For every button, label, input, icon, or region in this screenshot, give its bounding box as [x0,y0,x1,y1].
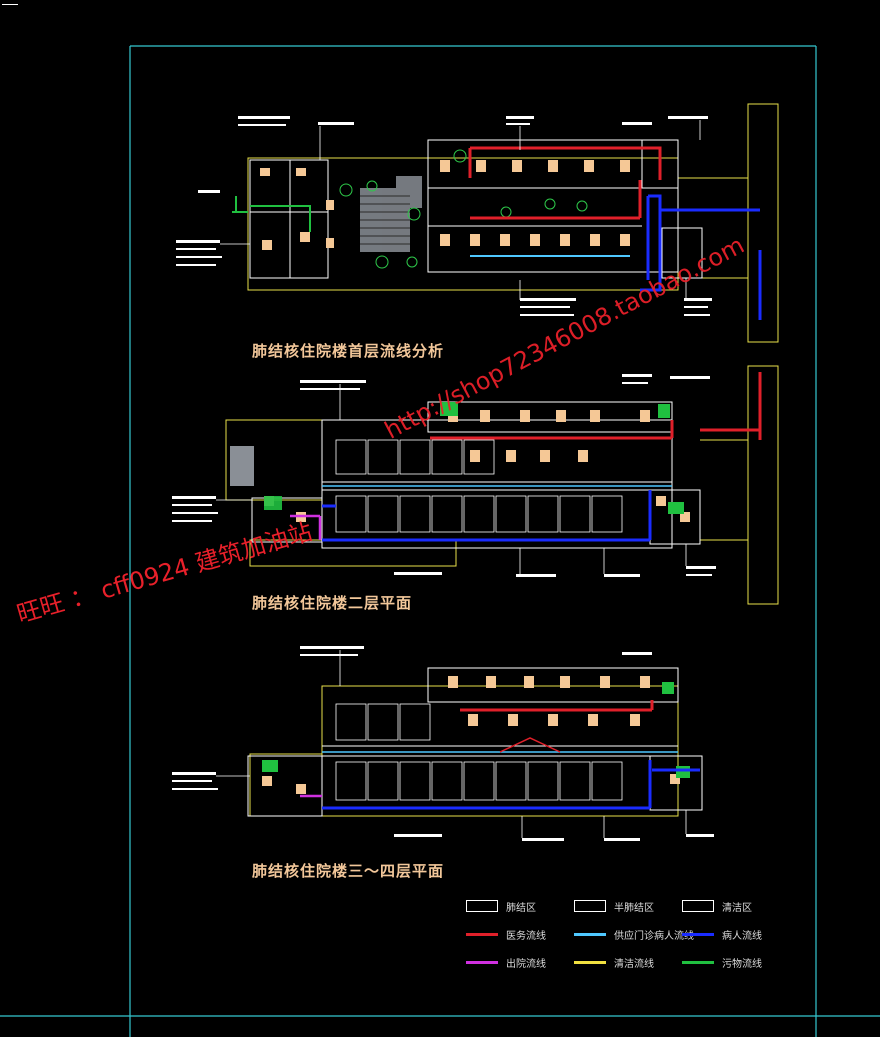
legend-item: 污物流线 [682,952,782,972]
plan-ground-floor [176,103,779,343]
legend-item: 病人流线 [682,924,782,944]
legend-swatch [574,961,606,964]
legend-label: 供应门诊病人流线 [614,931,694,942]
legend-swatch [574,933,606,936]
legend-item: 供应门诊病人流线 [574,924,694,944]
plan-third-fourth-floor [172,646,714,841]
legend-swatch [574,900,606,912]
legend-swatch [466,933,498,936]
legend-item: 医务流线 [466,924,566,944]
legend-item: 清洁流线 [574,952,674,972]
legend-label: 清洁区 [722,903,752,914]
corner-mark [2,4,18,5]
legend-label: 肺结区 [506,903,536,914]
legend-item: 半肺结区 [574,896,674,916]
legend-swatch [466,961,498,964]
plan-title-third-fourth-floor: 肺结核住院楼三～四层平面 [252,862,445,880]
legend-item: 肺结区 [466,896,566,916]
legend-swatch [682,900,714,912]
legend-label: 半肺结区 [614,903,654,914]
plan-title-ground-floor: 肺结核住院楼首层流线分析 [252,342,445,360]
legend-item: 清洁区 [682,896,782,916]
legend-item: 出院流线 [466,952,566,972]
legend-swatch [466,900,498,912]
legend-label: 出院流线 [506,959,546,970]
legend: 肺结区 半肺结区 清洁区 医务流线 供应门诊病人流线 病人流线 出院流线 清洁流… [466,896,766,974]
plan-second-floor [172,365,779,605]
legend-label: 病人流线 [722,931,762,942]
legend-swatch [682,933,714,936]
sheet-frame [0,45,880,1037]
plan-title-second-floor: 肺结核住院楼二层平面 [252,594,413,612]
legend-label: 医务流线 [506,931,546,942]
legend-swatch [682,961,714,964]
legend-label: 污物流线 [722,959,762,970]
legend-label: 清洁流线 [614,959,654,970]
